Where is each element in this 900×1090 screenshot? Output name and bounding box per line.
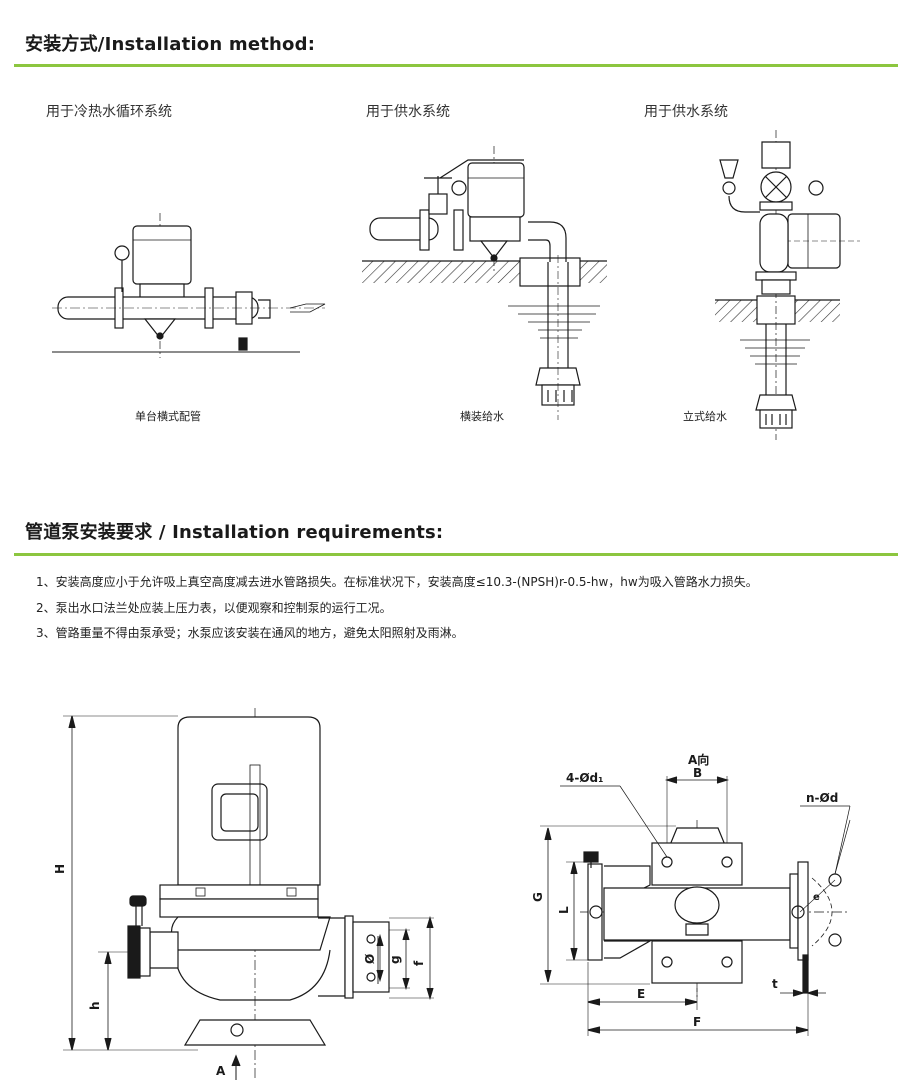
- dim-label-E: E: [637, 987, 645, 1001]
- section-divider-2: [14, 553, 898, 556]
- dim-label-G: G: [531, 892, 545, 902]
- installation-method-heading: 安装方式/Installation method:: [25, 34, 316, 55]
- method-3-caption: 用于供水系统: [644, 104, 728, 120]
- drawing-horizontal-supply: [362, 146, 607, 420]
- dim-label-L: L: [557, 906, 571, 914]
- method-2-caption: 用于供水系统: [366, 104, 450, 120]
- method-1-sub-caption: 单台横式配管: [135, 410, 201, 423]
- drawing-horizontal-piping: [52, 213, 326, 358]
- method-2-sub-caption: 横装给水: [460, 410, 504, 423]
- side-view-labels: H h A Ø g f: [53, 864, 426, 1078]
- method-3-sub-caption: 立式给水: [683, 410, 727, 423]
- drawing-vertical-supply: [715, 130, 860, 440]
- top-view-labels: A向 B 4-Ød₁ n-Ød G L E F t e: [531, 752, 838, 1029]
- dim-label-F: F: [693, 1015, 701, 1029]
- section-divider: [14, 64, 898, 67]
- method-1-caption: 用于冷热水循环系统: [46, 104, 172, 120]
- dim-label-g: g: [388, 955, 402, 964]
- dim-label-e: e: [813, 892, 820, 903]
- dim-label-n-d: n-Ød: [806, 791, 838, 805]
- dim-label-H: H: [53, 864, 67, 874]
- drawing-side-view: [63, 708, 434, 1080]
- dim-label-t: t: [772, 977, 778, 991]
- requirement-item: 3、管路重量不得由泵承受；水泵应该安装在通风的地方，避免太阳照射及雨淋。: [36, 626, 464, 640]
- dim-label-h: h: [88, 1001, 102, 1010]
- requirement-item: 2、泵出水口法兰处应装上压力表，以便观察和控制泵的运行工况。: [36, 601, 392, 615]
- dim-label-A: A: [216, 1064, 226, 1078]
- dim-label-4-d1: 4-Ød₁: [566, 771, 603, 785]
- drawing-top-view: [540, 776, 851, 1036]
- dim-label-f: f: [412, 960, 426, 966]
- dim-label-phi: Ø: [363, 954, 377, 964]
- dim-label-A-direction: A向: [688, 752, 709, 767]
- dim-label-B: B: [693, 766, 702, 780]
- installation-requirements-heading: 管道泵安装要求 / Installation requirements:: [25, 522, 444, 543]
- requirement-item: 1、安装高度应小于允许吸上真空高度减去进水管路损失。在标准状况下，安装高度≤10…: [36, 575, 758, 589]
